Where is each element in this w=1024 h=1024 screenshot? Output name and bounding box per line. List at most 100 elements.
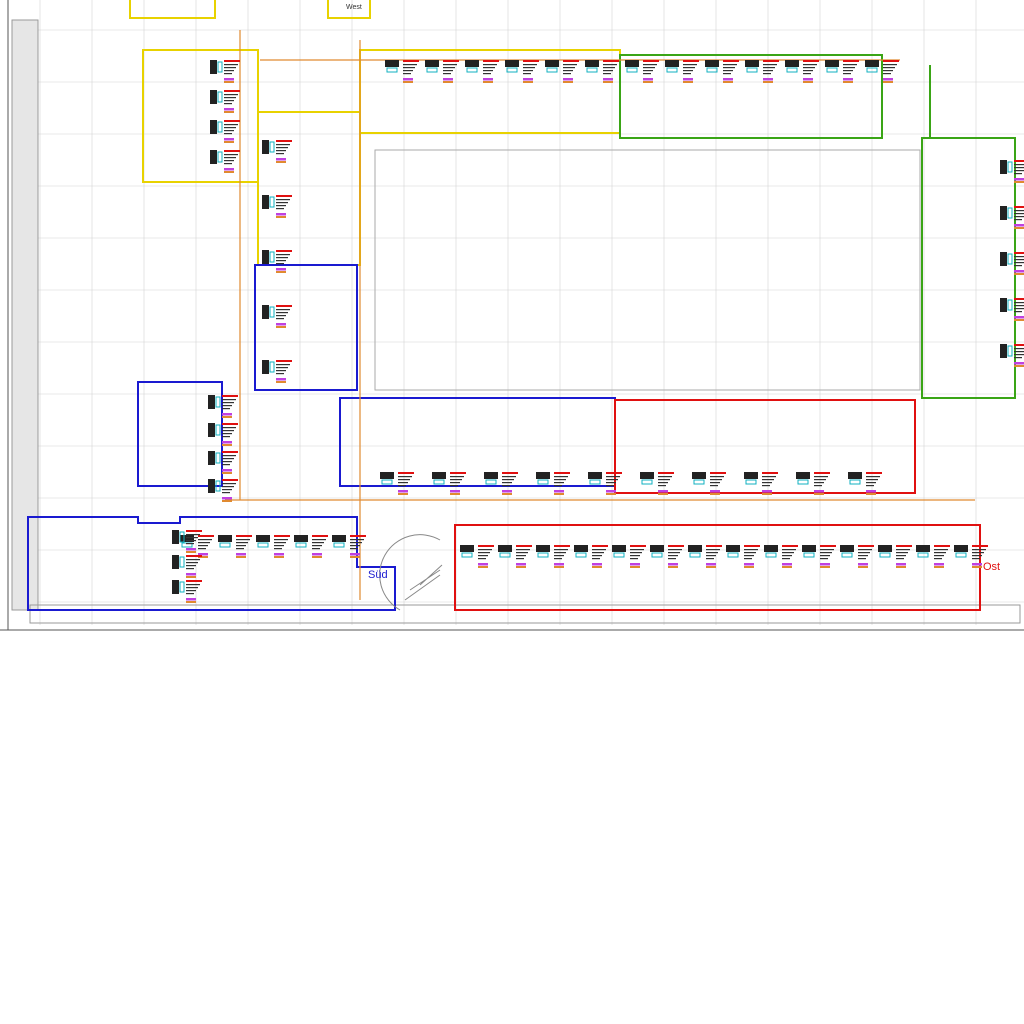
- tag-red: [814, 472, 830, 474]
- tag-red: [224, 60, 240, 62]
- hvac-unit: [460, 545, 494, 568]
- tag-orange: [222, 416, 232, 418]
- annotation-text: [1014, 216, 1024, 218]
- tag-red: [668, 545, 684, 547]
- annotation-text: [450, 485, 458, 487]
- courtyard: [374, 149, 921, 391]
- annotation-text: [814, 485, 822, 487]
- tag-orange: [276, 326, 286, 328]
- tag-red: [563, 60, 579, 62]
- tag-magenta: [606, 490, 616, 493]
- hvac-unit: [588, 472, 622, 495]
- unit-box: [172, 555, 179, 569]
- annotation-text: [350, 539, 364, 541]
- annotation-text: [224, 124, 238, 126]
- annotation-text: [668, 552, 680, 554]
- annotation-text: [276, 153, 284, 155]
- annotation-text: [502, 482, 512, 484]
- annotation-text: [478, 552, 490, 554]
- annotation-text: [814, 482, 824, 484]
- annotation-text: [443, 73, 451, 75]
- unit-connector: [433, 479, 445, 485]
- tag-red: [236, 535, 252, 537]
- tag-orange: [782, 566, 792, 568]
- tag-red: [820, 545, 836, 547]
- tag-orange: [554, 566, 564, 568]
- annotation-text: [972, 549, 986, 551]
- annotation-text: [554, 485, 562, 487]
- annotation-text: [866, 479, 878, 481]
- unit-box: [545, 60, 559, 67]
- tag-magenta: [763, 78, 773, 81]
- unit-connector: [217, 121, 223, 133]
- tag-magenta: [222, 413, 232, 416]
- annotation-text: [478, 555, 488, 557]
- unit-connector: [295, 542, 307, 548]
- annotation-text: [723, 67, 735, 69]
- annotation-text: [1014, 302, 1024, 304]
- unit-connector: [1007, 299, 1013, 311]
- annotation-text: [934, 555, 944, 557]
- tag-red: [483, 60, 499, 62]
- annotation-text: [744, 549, 758, 551]
- unit-connector: [179, 531, 185, 543]
- annotation-text: [350, 545, 360, 547]
- zone-green: [619, 54, 1016, 399]
- tag-magenta: [186, 548, 196, 551]
- annotation-text: [972, 558, 980, 560]
- unit-box: [262, 195, 269, 209]
- hvac-unit: [210, 120, 240, 143]
- tag-orange: [276, 161, 286, 163]
- tag-magenta: [222, 469, 232, 472]
- hvac-unit: [625, 60, 659, 83]
- unit-box: [208, 395, 215, 409]
- tag-red: [1014, 298, 1024, 300]
- unit-box: [878, 545, 892, 552]
- tag-orange: [403, 81, 413, 83]
- annotation-text: [710, 476, 724, 478]
- unit-box: [172, 530, 179, 544]
- tag-orange: [866, 493, 876, 495]
- annotation-text: [276, 263, 284, 265]
- annotation-text: [782, 552, 794, 554]
- unit-connector: [217, 151, 223, 163]
- annotation-text: [843, 67, 855, 69]
- hvac-unit: [262, 305, 292, 328]
- unit-box: [262, 305, 269, 319]
- tag-orange: [186, 576, 196, 578]
- annotation-text: [478, 558, 486, 560]
- annotation-text: [934, 552, 946, 554]
- unit-box: [536, 472, 550, 479]
- annotation-text: [554, 479, 566, 481]
- unit-box: [180, 535, 194, 542]
- hvac-unit: [726, 545, 760, 568]
- unit-box: [210, 120, 217, 134]
- annotation-text: [224, 160, 234, 162]
- annotation-text: [683, 64, 697, 66]
- annotation-text: [516, 552, 528, 554]
- unit-connector: [1007, 345, 1013, 357]
- unit-box: [262, 140, 269, 154]
- annotation-text: [744, 555, 754, 557]
- hvac-unit: [210, 60, 240, 83]
- unit-connector: [706, 67, 718, 73]
- tag-magenta: [1014, 270, 1024, 273]
- unit-connector: [745, 479, 757, 485]
- tag-magenta: [450, 490, 460, 493]
- annotation-text: [762, 479, 774, 481]
- unit-box: [210, 60, 217, 74]
- annotation-text: [186, 543, 194, 545]
- annotation-text: [222, 461, 232, 463]
- tag-red: [443, 60, 459, 62]
- unit-connector: [727, 552, 739, 558]
- annotation-text: [710, 485, 718, 487]
- zone-red: [454, 399, 981, 611]
- tag-orange: [683, 81, 693, 83]
- hvac-unit: [208, 423, 238, 446]
- tag-red: [1014, 252, 1024, 254]
- annotation-text: [606, 485, 614, 487]
- annotation-text: [236, 542, 248, 544]
- tag-orange: [668, 566, 678, 568]
- tag-magenta: [554, 490, 564, 493]
- tag-orange: [658, 493, 668, 495]
